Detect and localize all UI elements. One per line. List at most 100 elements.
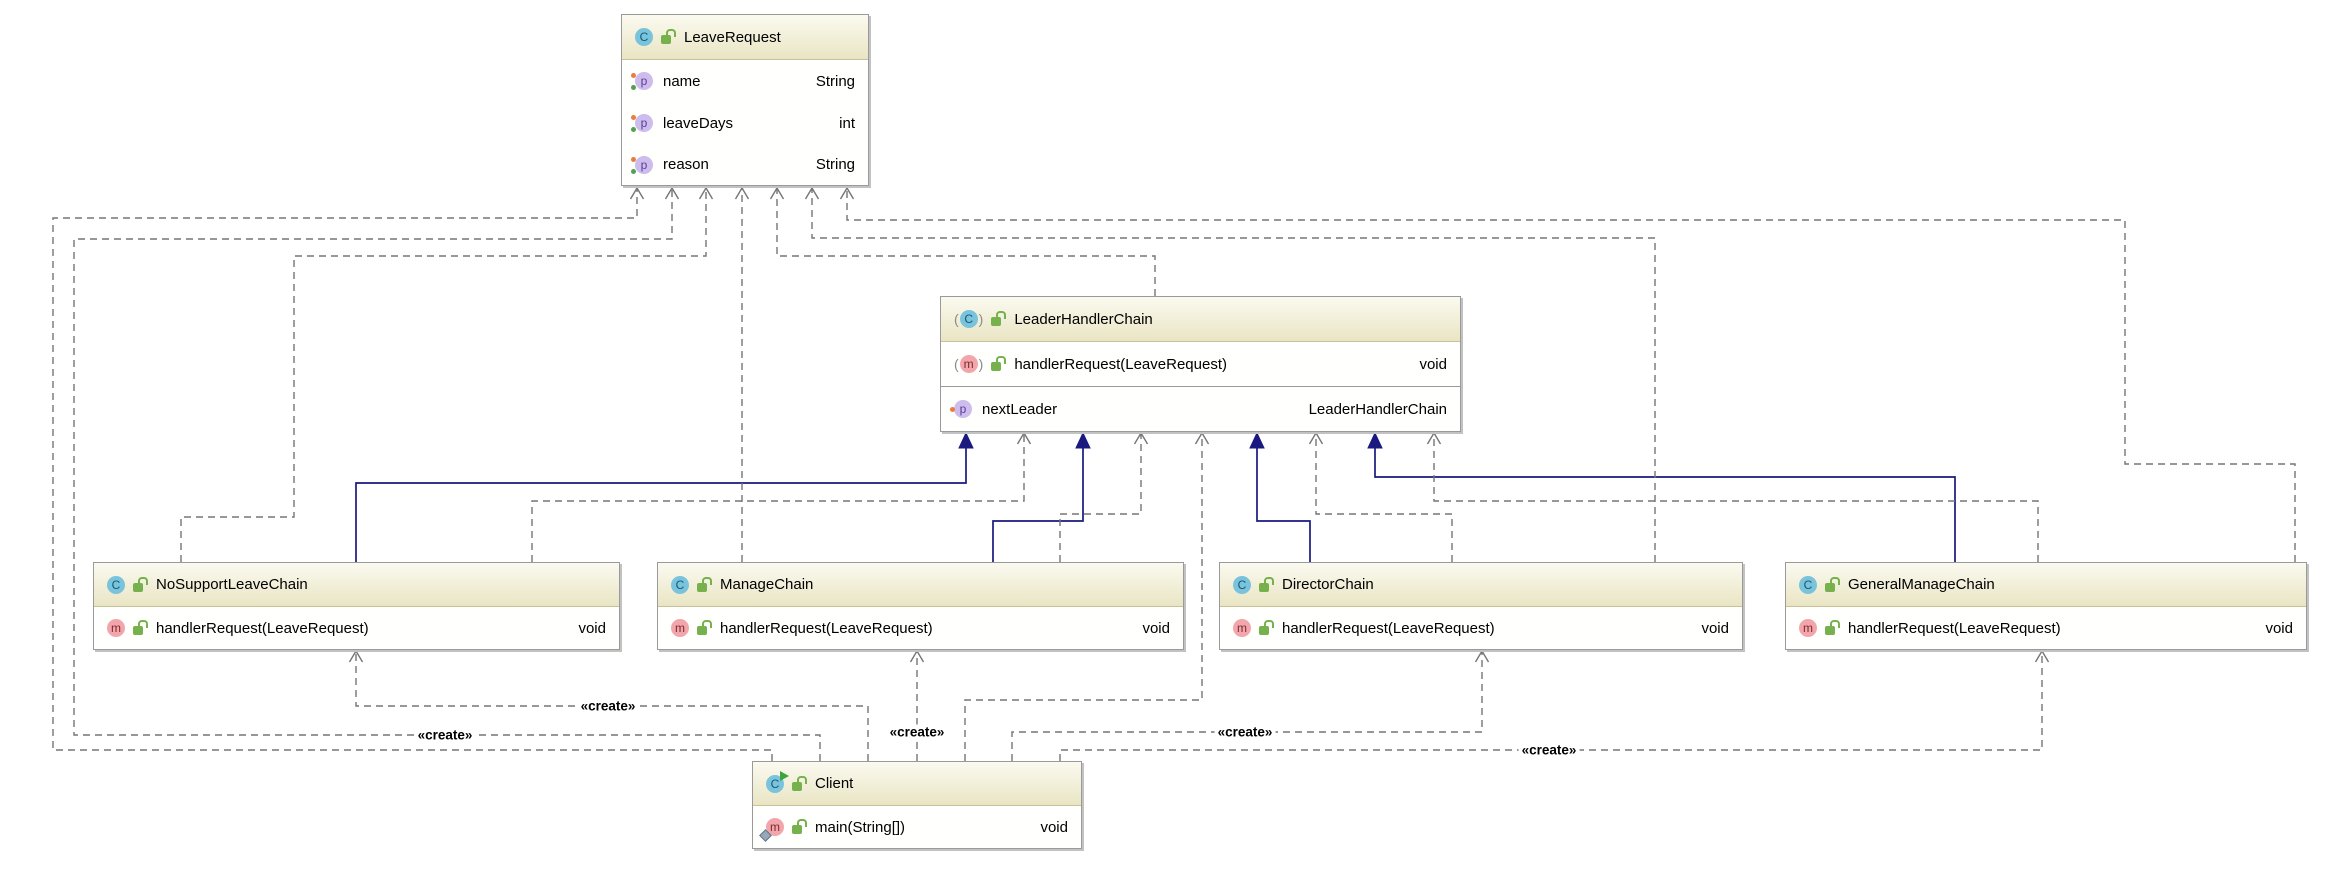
method-return-type: void <box>2265 619 2293 637</box>
class-node-client[interactable]: C Client m main(String[]) void <box>752 761 1082 849</box>
method-row[interactable]: m handlerRequest(LeaveRequest) void <box>1786 607 2306 649</box>
property-name: nextLeader <box>982 400 1058 418</box>
public-lock-icon <box>792 775 807 792</box>
class-header-nosupportleavechain[interactable]: C NoSupportLeaveChain <box>94 563 619 607</box>
static-diamond-icon <box>759 829 772 842</box>
method-return-type: void <box>578 619 606 637</box>
property-row[interactable]: p leaveDays int <box>622 102 868 144</box>
abstract-method-icon: m <box>954 355 983 373</box>
method-return-type: void <box>1419 355 1447 373</box>
class-node-directorchain[interactable]: C DirectorChain m handlerRequest(LeaveRe… <box>1219 562 1743 650</box>
method-row[interactable]: m handlerRequest(LeaveRequest) void <box>1220 607 1742 649</box>
edge-nosupportleavechain-extends-leaderhandlerchain[interactable] <box>355 431 974 562</box>
method-return-type: void <box>1142 619 1170 637</box>
public-lock-icon <box>133 620 148 636</box>
create-label-leaverequest: «create» <box>414 727 476 743</box>
public-lock-icon <box>661 29 676 45</box>
class-node-leaderhandlerchain[interactable]: C LeaderHandlerChain m handlerRequest(Le… <box>940 296 1461 432</box>
edge-client-create-generalmanagechain[interactable] <box>1059 649 2050 761</box>
method-icon: m <box>1799 619 1817 637</box>
run-triangle-icon <box>780 770 789 781</box>
class-header-directorchain[interactable]: C DirectorChain <box>1220 563 1742 607</box>
property-row[interactable]: p reason String <box>622 144 868 185</box>
create-label-nosupportleavechain: «create» <box>577 698 639 714</box>
public-lock-icon <box>991 311 1007 327</box>
class-title: LeaderHandlerChain <box>1014 310 1153 328</box>
edge-client-create-leaverequest[interactable] <box>73 186 821 761</box>
public-lock-icon <box>1825 620 1840 636</box>
class-icon: C <box>635 28 653 46</box>
class-header-managechain[interactable]: C ManageChain <box>658 563 1183 607</box>
method-icon: m <box>671 619 689 637</box>
class-header-leaderhandlerchain[interactable]: C LeaderHandlerChain <box>941 297 1460 342</box>
public-lock-icon <box>1825 576 1840 593</box>
create-label-managechain: «create» <box>886 724 948 740</box>
property-name: reason <box>663 156 709 173</box>
edge-generalmanagechain-extends-leaderhandlerchain[interactable] <box>1367 431 1956 562</box>
abstract-class-icon: C <box>954 310 983 328</box>
property-icon: p <box>631 114 653 132</box>
method-row[interactable]: m main(String[]) void <box>753 806 1081 848</box>
class-title: GeneralManageChain <box>1848 576 1995 593</box>
property-icon: p <box>631 72 653 90</box>
runnable-class-icon: C <box>766 770 789 793</box>
class-node-nosupportleavechain[interactable]: C NoSupportLeaveChain m handlerRequest(L… <box>93 562 620 650</box>
class-node-managechain[interactable]: C ManageChain m handlerRequest(LeaveRequ… <box>657 562 1184 650</box>
property-row[interactable]: p name String <box>622 60 868 102</box>
property-icon: p <box>950 400 972 418</box>
method-name: handlerRequest(LeaveRequest) <box>156 619 369 637</box>
class-title: ManageChain <box>720 576 814 593</box>
public-lock-icon <box>697 620 712 636</box>
property-row[interactable]: p nextLeader LeaderHandlerChain <box>941 386 1460 431</box>
class-node-leaverequest[interactable]: C LeaveRequest p name String p leaveDays… <box>621 14 869 186</box>
method-name: handlerRequest(LeaveRequest) <box>1282 619 1495 637</box>
method-icon: m <box>1233 619 1251 637</box>
class-icon: C <box>1233 575 1251 594</box>
class-icon: C <box>107 575 125 594</box>
edge-managechain-uses-leaderhandlerchain[interactable] <box>1059 431 1149 562</box>
edge-client-uses-leaverequest[interactable] <box>52 186 773 761</box>
method-name: main(String[]) <box>815 818 906 836</box>
class-header-client[interactable]: C Client <box>753 762 1081 806</box>
edge-generalmanagechain-uses-leaderhandlerchain[interactable] <box>1426 431 2039 562</box>
property-name: name <box>663 72 701 90</box>
public-lock-icon <box>792 819 807 835</box>
public-lock-icon <box>133 576 148 593</box>
method-name: handlerRequest(LeaveRequest) <box>720 619 933 637</box>
method-return-type: void <box>1701 619 1729 637</box>
edge-directorchain-uses-leaderhandlerchain[interactable] <box>1308 431 1453 562</box>
class-title: DirectorChain <box>1282 576 1374 593</box>
public-lock-icon <box>991 356 1007 372</box>
class-header-leaverequest[interactable]: C LeaveRequest <box>622 15 868 60</box>
property-icon: p <box>631 155 653 174</box>
edge-directorchain-uses-leaverequest[interactable] <box>804 186 1656 562</box>
edge-directorchain-extends-leaderhandlerchain[interactable] <box>1249 431 1311 562</box>
method-name: handlerRequest(LeaveRequest) <box>1014 355 1227 373</box>
method-row[interactable]: m handlerRequest(LeaveRequest) void <box>941 342 1460 386</box>
method-row[interactable]: m handlerRequest(LeaveRequest) void <box>658 607 1183 649</box>
class-title: LeaveRequest <box>684 28 781 46</box>
create-label-directorchain: «create» <box>1214 724 1276 740</box>
edge-client-uses-leaderhandlerchain[interactable] <box>964 431 1210 761</box>
edge-nosupportleavechain-uses-leaderhandlerchain[interactable] <box>531 431 1032 562</box>
class-node-generalmanagechain[interactable]: C GeneralManageChain m handlerRequest(Le… <box>1785 562 2307 650</box>
class-header-generalmanagechain[interactable]: C GeneralManageChain <box>1786 563 2306 607</box>
edge-client-create-nosupportleavechain[interactable] <box>348 649 869 761</box>
public-lock-icon <box>697 576 712 593</box>
edge-client-create-directorchain[interactable] <box>1011 649 1490 761</box>
method-return-type: void <box>1040 818 1068 836</box>
edge-managechain-extends-leaderhandlerchain[interactable] <box>992 431 1091 562</box>
property-type: String <box>815 156 855 173</box>
create-label-generalmanagechain: «create» <box>1518 742 1580 758</box>
property-type: String <box>815 72 855 90</box>
class-title: Client <box>815 775 854 792</box>
property-type: LeaderHandlerChain <box>1308 400 1447 418</box>
method-row[interactable]: m handlerRequest(LeaveRequest) void <box>94 607 619 649</box>
edge-nosupportleavechain-uses-leaverequest[interactable] <box>180 186 714 562</box>
edge-generalmanagechain-uses-leaverequest[interactable] <box>839 186 2296 562</box>
property-name: leaveDays <box>663 114 734 132</box>
public-lock-icon <box>1259 620 1274 636</box>
edge-leaderhandlerchain-uses-leaverequest[interactable] <box>769 186 1156 296</box>
